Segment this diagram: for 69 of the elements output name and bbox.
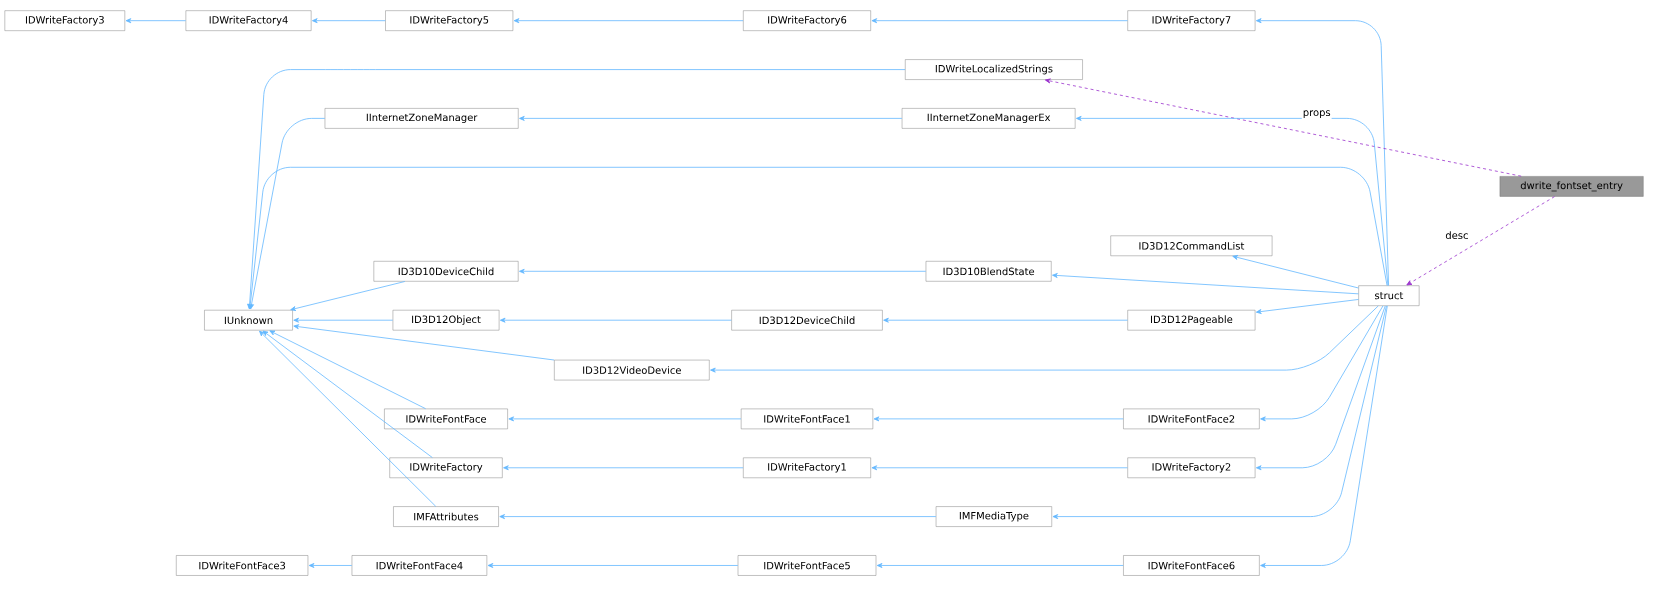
arrow bbox=[308, 563, 353, 568]
arrow bbox=[499, 317, 732, 323]
arrow bbox=[125, 18, 187, 24]
class-box: ID3D12CommandList bbox=[1110, 235, 1273, 256]
arrow bbox=[1044, 78, 1522, 177]
arrow bbox=[249, 118, 326, 310]
arrow bbox=[513, 18, 744, 24]
arrow bbox=[262, 330, 433, 458]
class-box: IInternetZoneManagerEx bbox=[901, 108, 1076, 129]
class-box: IDWriteFontFace3 bbox=[176, 555, 309, 576]
arrow bbox=[503, 465, 744, 471]
class-box: struct bbox=[1358, 285, 1420, 306]
arrow bbox=[876, 563, 1124, 568]
class-box: IDWriteFontFace5 bbox=[737, 555, 877, 576]
class-box: IDWriteFactory1 bbox=[743, 457, 871, 478]
arrow bbox=[290, 281, 406, 311]
class-box: IDWriteFontFace1 bbox=[740, 408, 874, 430]
class-box: ID3D12Pageable bbox=[1127, 310, 1256, 331]
arrow bbox=[487, 563, 739, 568]
class-box: ID3D12DeviceChild bbox=[731, 310, 883, 331]
arrow bbox=[247, 69, 906, 310]
class-box: IDWriteFontFace bbox=[384, 408, 508, 430]
class-box: IMFMediaType bbox=[935, 506, 1052, 527]
class-box: IDWriteFactory5 bbox=[385, 10, 514, 31]
class-box: IMFAttributes bbox=[393, 506, 499, 527]
arrow bbox=[519, 268, 927, 274]
class-box: ID3D12VideoDevice bbox=[554, 359, 710, 381]
arrow bbox=[508, 416, 742, 422]
class-box: dwrite_fontset_entry bbox=[1499, 176, 1644, 197]
class-box: IDWriteFactory2 bbox=[1127, 457, 1256, 478]
class-box: IDWriteFactory6 bbox=[743, 10, 871, 31]
arrow bbox=[1232, 255, 1359, 289]
class-box: IDWriteFactory3 bbox=[4, 10, 125, 31]
arrow bbox=[293, 317, 394, 323]
arrow bbox=[519, 115, 903, 121]
arrow bbox=[871, 18, 1128, 24]
class-box: IDWriteFactory4 bbox=[185, 10, 312, 31]
class-box: IInternetZoneManager bbox=[324, 108, 519, 129]
arrow bbox=[293, 324, 555, 361]
arrow bbox=[247, 166, 1388, 310]
arrow bbox=[1052, 273, 1359, 295]
class-box: IDWriteFontFace2 bbox=[1123, 408, 1260, 430]
class-box: ID3D10BlendState bbox=[925, 261, 1052, 282]
arrow bbox=[259, 330, 437, 507]
class-box: ID3D12Object bbox=[392, 310, 500, 331]
class-box: IDWriteFontFace6 bbox=[1123, 555, 1260, 576]
class-box: IDWriteLocalizedStrings bbox=[905, 59, 1083, 80]
arrow bbox=[871, 465, 1128, 471]
arrow bbox=[1052, 305, 1387, 520]
arrow bbox=[1260, 305, 1388, 568]
arrow bbox=[710, 305, 1379, 373]
edge-label: props bbox=[1301, 109, 1332, 119]
arrow bbox=[1075, 115, 1389, 286]
class-box: IDWriteFactory bbox=[389, 457, 503, 478]
arrow bbox=[1255, 299, 1359, 314]
edge-label: desc bbox=[1444, 230, 1470, 241]
arrow bbox=[1255, 18, 1389, 286]
class-box: ID3D10DeviceChild bbox=[373, 261, 519, 282]
class-box: IUnknown bbox=[204, 310, 293, 331]
arrow bbox=[1260, 305, 1384, 422]
arrow bbox=[499, 514, 937, 520]
arrow bbox=[873, 416, 1124, 422]
class-box: IDWriteFactory7 bbox=[1127, 10, 1256, 31]
arrow bbox=[883, 317, 1128, 323]
arrow bbox=[269, 330, 426, 410]
arrow bbox=[1255, 305, 1386, 471]
class-box: IDWriteFontFace4 bbox=[351, 555, 488, 576]
arrow bbox=[312, 18, 386, 24]
arrow bbox=[1406, 196, 1555, 286]
